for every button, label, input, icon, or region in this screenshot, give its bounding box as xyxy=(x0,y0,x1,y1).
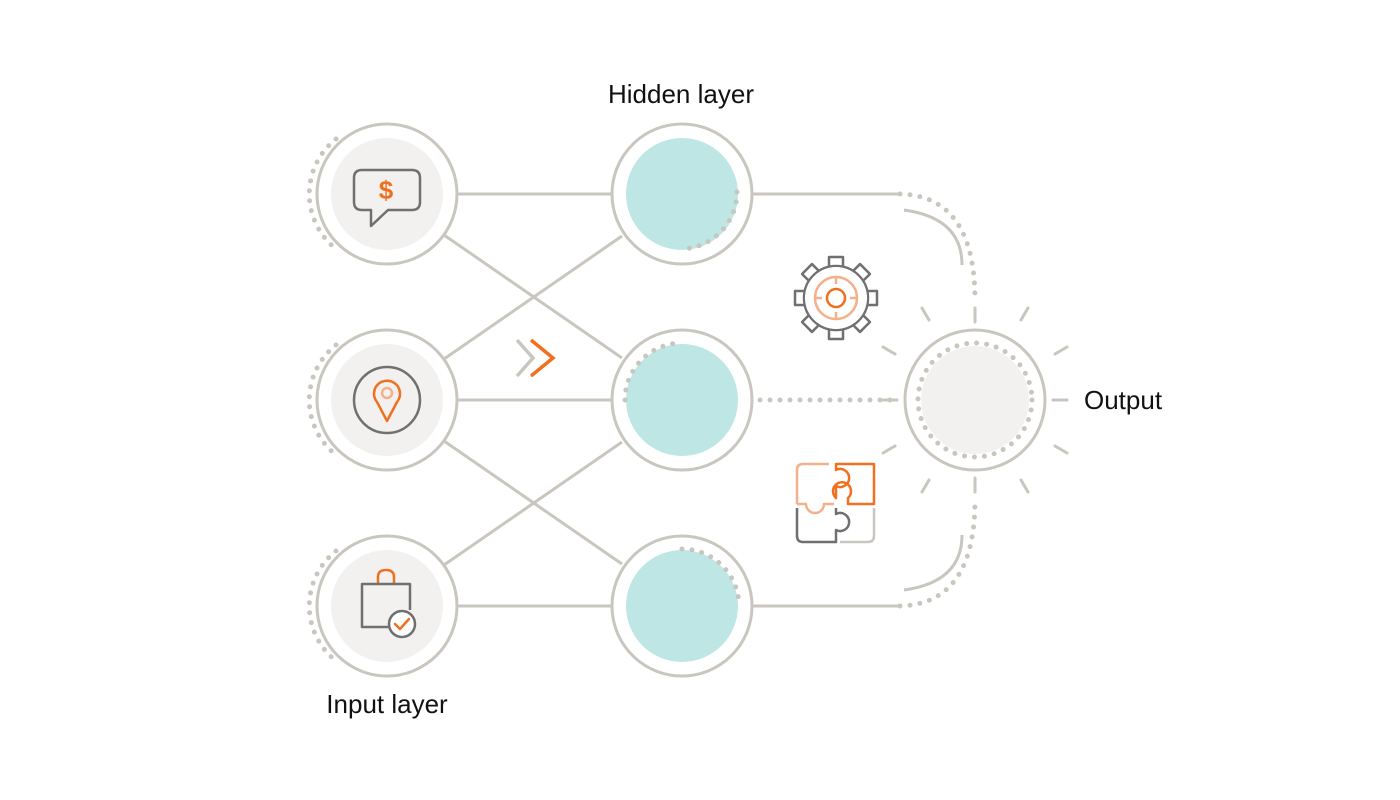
input-node-3 xyxy=(315,534,459,678)
connection-curve xyxy=(903,534,964,592)
output-label: Output xyxy=(1084,385,1163,415)
puzzle-icon xyxy=(795,462,876,544)
dotted-ring xyxy=(915,340,1035,460)
input-node-2 xyxy=(315,328,459,472)
connection-line xyxy=(443,234,623,361)
connection-line xyxy=(443,440,623,567)
dotted-arc xyxy=(306,548,339,664)
output-rays xyxy=(881,306,1069,494)
ray xyxy=(920,306,931,322)
connection-curve xyxy=(903,208,964,266)
ray xyxy=(881,345,897,356)
input-layer-label: Input layer xyxy=(326,689,448,719)
dotted-arc xyxy=(306,342,339,458)
gear-target-icon xyxy=(793,255,879,341)
ray xyxy=(881,444,897,455)
double-chevron-icon xyxy=(515,338,556,378)
dotted-arc xyxy=(677,189,740,252)
connection-lines xyxy=(443,192,964,608)
ray xyxy=(1053,345,1069,356)
dotted-arc xyxy=(622,340,685,403)
dollar-glyph: $ xyxy=(379,175,394,205)
shopping-bag-check-icon xyxy=(360,568,417,639)
ray xyxy=(1019,478,1030,494)
hidden-node-3 xyxy=(610,534,754,678)
hidden-node-1 xyxy=(610,122,754,266)
output-node xyxy=(903,328,1047,472)
dotted-arc xyxy=(679,546,742,609)
input-node-1 xyxy=(315,122,459,266)
dotted-overlays xyxy=(622,189,1035,609)
ray xyxy=(1053,444,1069,455)
ray xyxy=(1019,306,1030,322)
ray xyxy=(920,478,931,494)
hidden-node-2 xyxy=(610,328,754,472)
dotted-arc xyxy=(306,136,339,252)
hidden-layer-label: Hidden layer xyxy=(608,79,754,109)
dollar-chat-icon: $ xyxy=(352,168,422,228)
location-pin-icon xyxy=(352,365,422,435)
